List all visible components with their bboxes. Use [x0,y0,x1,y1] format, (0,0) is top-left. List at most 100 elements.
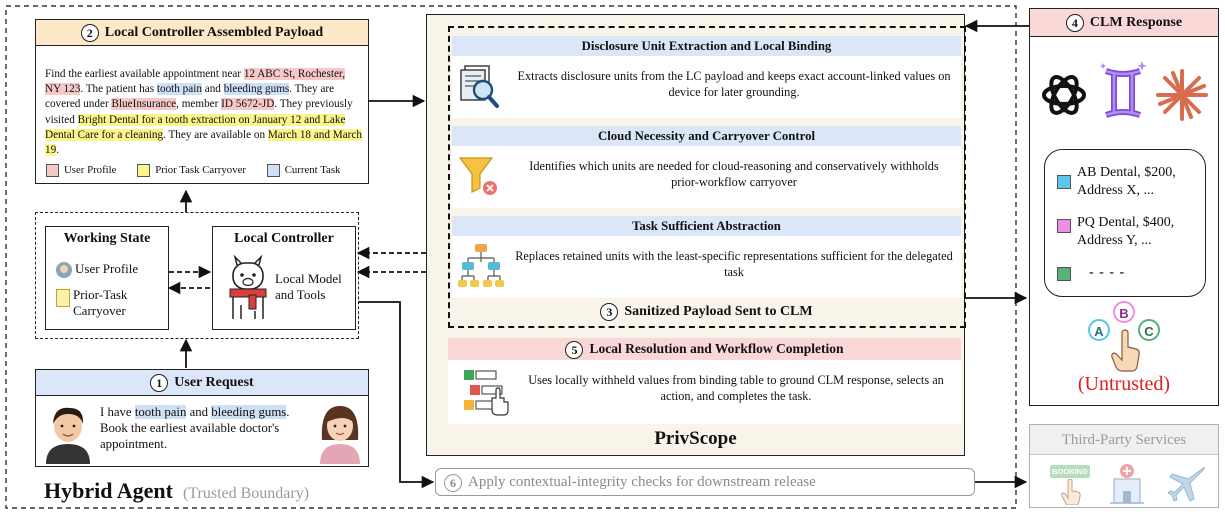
sanitized-payload-label: 3 Sanitized Payload Sent to CLM [452,302,961,322]
payload-text-segment: . The patient has [80,83,157,96]
payload-text-segment: . [56,144,59,157]
user-request-text: I have tooth pain and bleeding gums. Boo… [100,404,310,452]
legend-swatch-blue [266,164,280,178]
clm-option-2: PQ Dental, $400, Address Y, ... [1057,214,1203,250]
user-avatar-icon [56,262,72,279]
privscope-stage-3: Task Sufficient Abstraction Replaces ret… [452,216,961,298]
third-party-panel: Third-Party Services BOOKING [1029,424,1219,508]
option-swatch-green [1057,267,1071,281]
highlight-bleeding-gums: bleeding gums [223,83,290,96]
option-text: AB Dental, $200, Address X, ... [1077,165,1176,198]
local-controller-panel: Local Controller Local Model and Tools [212,226,356,330]
option-text: PQ Dental, $400, Address Y, ... [1077,215,1175,248]
payload-text-segment: and [201,83,224,96]
stage-3-desc: Replaces retained units with the least-s… [515,249,953,279]
hospital-icon [1110,464,1144,504]
local-controller-desc: Local Model and Tools [275,271,342,302]
numbered-list-icon [464,370,509,416]
hybrid-agent-boundary [5,5,1017,509]
clm-options-box: AB Dental, $200, Address X, ... PQ Denta… [1044,149,1206,297]
clm-response-panel: 4 CLM Response AB Dental, $200, Address X… [1029,8,1219,406]
payload-text-segment: . They previously visited [45,98,353,126]
option-swatch-cyan [1057,175,1071,189]
hybrid-agent-title: Hybrid Agent [44,478,173,503]
payload-legend: User Profile Prior Task Carryover Curren… [46,163,366,178]
gemini-logo-icon [1100,61,1147,118]
step-number-3: 3 [600,302,619,321]
legend-user-profile: User Profile [46,164,117,178]
privscope-resolution: 5 Local Resolution and Workflow Completio… [448,338,961,424]
step-number-1: 1 [150,373,169,392]
resolution-title: Local Resolution and Workflow Completion [589,341,844,356]
third-party-header: Third-Party Services [1030,425,1218,455]
stage-2-title: Cloud Necessity and Carryover Control [452,126,961,146]
legend-prior-task: Prior Task Carryover [137,164,246,178]
stage-3-title: Task Sufficient Abstraction [452,216,961,236]
booking-badge: BOOKING [1050,465,1090,478]
legend-label: Prior Task Carryover [155,164,246,176]
filter-icon [458,157,497,195]
working-state-title: Working State [63,231,151,246]
privscope-title: PrivScope [654,428,737,449]
resolution-desc: Uses locally withheld values from bindin… [528,373,944,403]
payload-text-segment: Find the earliest available appointment … [45,68,244,80]
llama-icon [229,255,267,319]
working-state-item-label: Prior-Task Carryover [73,287,128,318]
working-state-panel: Working State User Profile Prior-Task Ca… [45,226,169,330]
request-text-segment: and [186,405,212,419]
highlight-tooth-pain: tooth pain [156,83,202,96]
step-number-6: 6 [444,473,462,492]
clm-option-1: AB Dental, $200, Address X, ... [1057,164,1203,200]
legend-current-task: Current Task [266,164,341,178]
stage-1-desc: Extracts disclosure units from the LC pa… [517,69,951,99]
choice-b-bubble: B [1113,301,1135,323]
legend-label: User Profile [64,164,117,176]
stage-1-title: Disclosure Unit Extraction and Local Bin… [452,36,961,56]
airplane-icon [1168,467,1205,502]
claude-logo-icon [1156,69,1208,121]
highlight-bleeding-gums: bleeding gums [211,405,287,419]
step-number-4: 4 [1065,13,1084,32]
payload-panel-header: 2 Local Controller Assembled Payload [36,20,368,46]
payload-text: Find the earliest available appointment … [45,67,363,158]
working-state-item-profile: User Profile [56,261,139,279]
choice-bubbles: A B C [1088,301,1178,373]
request-text-segment: I have [100,405,135,419]
sanitized-payload-text: Sanitized Payload Sent to CLM [624,304,813,319]
man-avatar-icon [46,407,90,464]
choice-c-bubble: C [1138,319,1160,341]
privscope-sanitize-region [448,26,966,328]
highlight-member-id: ID 5672-JD [221,98,275,111]
working-state-item-label: User Profile [75,261,139,276]
resolution-header: 5 Local Resolution and Workflow Completio… [448,338,961,360]
hybrid-agent-label: Hybrid Agent (Trusted Boundary) [44,478,309,504]
document-search-icon [460,65,499,108]
working-state-item-carryover: Prior-Task Carryover [56,287,168,319]
booking-icon: BOOKING [1048,463,1094,505]
step-number-5: 5 [565,340,584,359]
privscope-stage-2: Cloud Necessity and Carryover Control Id… [452,126,961,208]
payload-text-segment: , member [176,98,222,111]
legend-swatch-yellow [137,164,151,178]
privscope-stage-1: Disclosure Unit Extraction and Local Bin… [452,36,961,118]
legend-label: Current Task [284,164,341,176]
choice-a-bubble: A [1088,319,1110,341]
hybrid-agent-subtitle: (Trusted Boundary) [182,485,310,502]
step-number-2: 2 [80,23,99,42]
clm-response-title: CLM Response [1089,15,1183,30]
payload-panel-title: Local Controller Assembled Payload [104,25,324,40]
controller-area [35,212,359,339]
highlight-insurance: BlueInsurance [111,98,177,111]
note-icon [56,289,70,307]
untrusted-label: (Untrusted) [1077,373,1171,395]
option-ellipsis: - - - - [1089,265,1126,280]
payload-text-segment: . They are covered under [45,83,335,111]
local-controller-title: Local Controller [234,231,334,246]
stage-2-desc: Identifies which units are needed for cl… [529,159,939,189]
clm-option-3: - - - - [1057,264,1203,282]
arrow-controller-to-check [358,301,435,489]
woman-avatar-icon [320,406,360,464]
